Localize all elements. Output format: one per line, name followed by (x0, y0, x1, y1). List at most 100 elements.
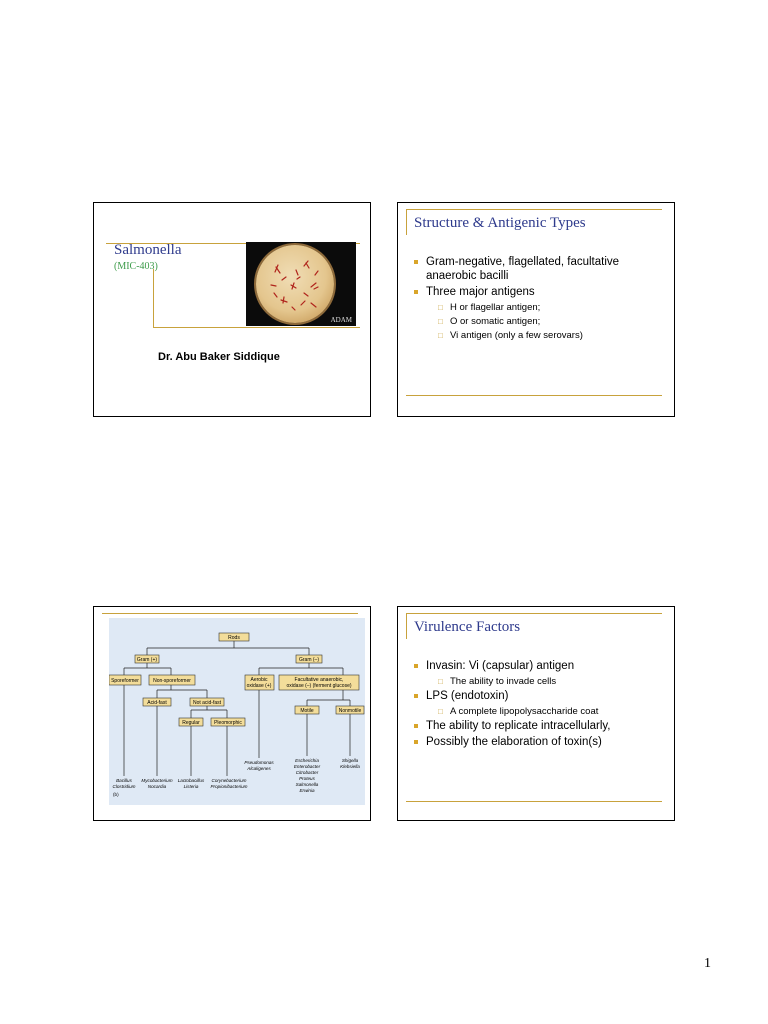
leaf-escherichia: Escherichia (295, 758, 319, 763)
bullet-item: The ability to replicate intracellularly… (414, 719, 664, 733)
slide-heading: Virulence Factors (414, 619, 521, 635)
sub-bullet-marker-icon: □ (438, 677, 443, 686)
author-name: Dr. Abu Baker Siddique (158, 351, 280, 363)
leaf-propionibacterium: Propionibacterium (210, 784, 247, 789)
node-not-acid-fast (189, 697, 225, 707)
leaf-salmonella: Salmonella (296, 782, 319, 787)
node-nonmotile (335, 705, 365, 715)
node-facultative-anaerobic (278, 674, 360, 691)
leaf-proteus: Proteus (299, 776, 316, 781)
title-accent-vertical (406, 613, 407, 639)
leaf-bacillus: Bacillus (116, 778, 133, 783)
bullet-item: Possibly the elaboration of toxin(s) (414, 735, 664, 749)
slide-classification-diagram: Rods Gram (+) Gram (–) Sporeformer Non-s… (93, 606, 371, 821)
node-aerobic-label-2: oxidase (+) (247, 683, 272, 689)
node-regular-label: Regular (182, 720, 200, 726)
node-non-sporeformer (148, 674, 196, 686)
petri-dish-photo: ADAM (246, 242, 356, 326)
node-gram-positive (134, 654, 160, 664)
slide-subtitle: (MIC-403) (114, 261, 158, 272)
leaf-clostridium: Clostridium (113, 784, 136, 789)
sub-bullet-item: □ A complete lipopolysaccharide coat (414, 705, 664, 718)
node-regular (178, 717, 204, 727)
title-rule-top (102, 613, 358, 614)
diagram-panel: Rods Gram (+) Gram (–) Sporeformer Non-s… (108, 618, 365, 805)
node-facultative-label-2: oxidase (–) (ferment glucose) (286, 683, 351, 689)
footer-rule (406, 801, 662, 802)
leaf-listeria: Listeria (184, 784, 199, 789)
bullet-text: Vi antigen (only a few serovars) (450, 330, 583, 341)
leaf-nocardia: Nocardia (148, 784, 167, 789)
bullet-text: Gram-negative, flagellated, facultative … (426, 256, 620, 282)
node-aerobic-label-1: Aerobic (251, 677, 268, 683)
bullet-list: Gram-negative, flagellated, facultative … (414, 255, 654, 343)
leaf-alcaligenes: Alcaligenes (246, 766, 271, 771)
title-rule-top (406, 613, 662, 614)
bullet-text: The ability to replicate intracellularly… (426, 720, 611, 732)
node-rods-label: Rods (228, 635, 240, 641)
node-pleomorphic (210, 717, 246, 727)
petri-dish-image (256, 245, 334, 323)
rods-classification-diagram: Rods Gram (+) Gram (–) Sporeformer Non-s… (108, 632, 365, 797)
bullet-text: Three major antigens (426, 286, 535, 298)
bullet-item: LPS (endotoxin) (414, 689, 664, 703)
bullet-text: H or flagellar antigen; (450, 302, 541, 313)
title-accent-vertical (406, 209, 407, 235)
leaf-enterobacter: Enterobacter (294, 764, 321, 769)
node-motile (294, 705, 320, 715)
node-sporeformer (108, 674, 142, 686)
leaf-corynebacterium: Corynebacterium (212, 778, 247, 783)
node-nonmotile-label: Nonmotile (339, 708, 362, 714)
sub-bullet-item: □ Vi antigen (only a few serovars) (414, 329, 654, 342)
bullet-text: Invasin: Vi (capsular) antigen (426, 660, 575, 672)
leaf-klebsiella: Klebsiella (340, 764, 360, 769)
bullet-item: Gram-negative, flagellated, facultative … (414, 255, 654, 283)
bullet-text: The ability to invade cells (450, 676, 557, 687)
sub-bullet-marker-icon: □ (438, 707, 443, 716)
panel-label: (b) (113, 792, 119, 797)
node-facultative-label-1: Facultative anaerobic, (295, 677, 344, 683)
leaf-mycobacterium: Mycobacterium (141, 778, 172, 783)
bullet-item: Three major antigens (414, 285, 654, 299)
slide-title: Salmonella (MIC-403) ADAM Dr. Abu Baker … (93, 202, 371, 417)
node-gram-negative (295, 654, 323, 664)
bullet-item: Invasin: Vi (capsular) antigen (414, 659, 664, 673)
bullet-text: LPS (endotoxin) (426, 690, 509, 702)
sub-bullet-marker-icon: □ (438, 317, 443, 326)
bullet-list: Invasin: Vi (capsular) antigen □ The abili… (414, 659, 664, 751)
bullet-text: A complete lipopolysaccharide coat (450, 706, 599, 717)
page-number: 1 (704, 956, 711, 971)
node-not-acid-fast-label: Not acid-fast (193, 700, 222, 706)
title-rule-top (106, 243, 360, 244)
image-credit: ADAM (330, 316, 352, 324)
leaf-shigella: Shigella (342, 758, 359, 763)
slide-heading: Structure & Antigenic Types (414, 215, 586, 231)
bullet-text: Possibly the elaboration of toxin(s) (426, 736, 602, 748)
slide-virulence: Virulence Factors Invasin: Vi (capsular)… (397, 606, 675, 821)
leaf-erwinia: Erwinia (299, 788, 315, 793)
node-gram-positive-label: Gram (+) (137, 657, 157, 663)
node-non-sporeformer-label: Non-sporeformer (153, 678, 191, 684)
leaf-citrobacter: Citrobacter (296, 770, 319, 775)
node-pleomorphic-label: Pleomorphic (214, 720, 242, 726)
node-acid-fast (142, 697, 172, 707)
sub-bullet-item: □O or somatic antigen; (414, 315, 654, 328)
leaf-pseudomonas: Pseudomonas (244, 760, 274, 765)
title-rule-vertical (153, 269, 154, 327)
node-acid-fast-label: Acid-fast (147, 700, 167, 706)
node-rods (218, 632, 250, 642)
sub-bullet-marker-icon: □ (438, 331, 443, 340)
node-motile-label: Motile (300, 708, 314, 714)
slide-title-text: Salmonella (114, 242, 182, 258)
sub-bullet-marker-icon: □ (438, 303, 443, 312)
node-gram-negative-label: Gram (–) (299, 657, 319, 663)
slide-structure: Structure & Antigenic Types Gram-negativ… (397, 202, 675, 417)
footer-rule (406, 395, 662, 396)
title-rule-top (406, 209, 662, 210)
title-rule-bottom (153, 327, 360, 328)
node-sporeformer-label: Sporeformer (111, 678, 139, 684)
sub-bullet-item: □ H or flagellar antigen; (414, 301, 654, 314)
leaf-lactobacillus: Lactobacillus (178, 778, 205, 783)
sub-bullet-item: □ The ability to invade cells (414, 675, 664, 688)
node-aerobic (244, 674, 275, 691)
